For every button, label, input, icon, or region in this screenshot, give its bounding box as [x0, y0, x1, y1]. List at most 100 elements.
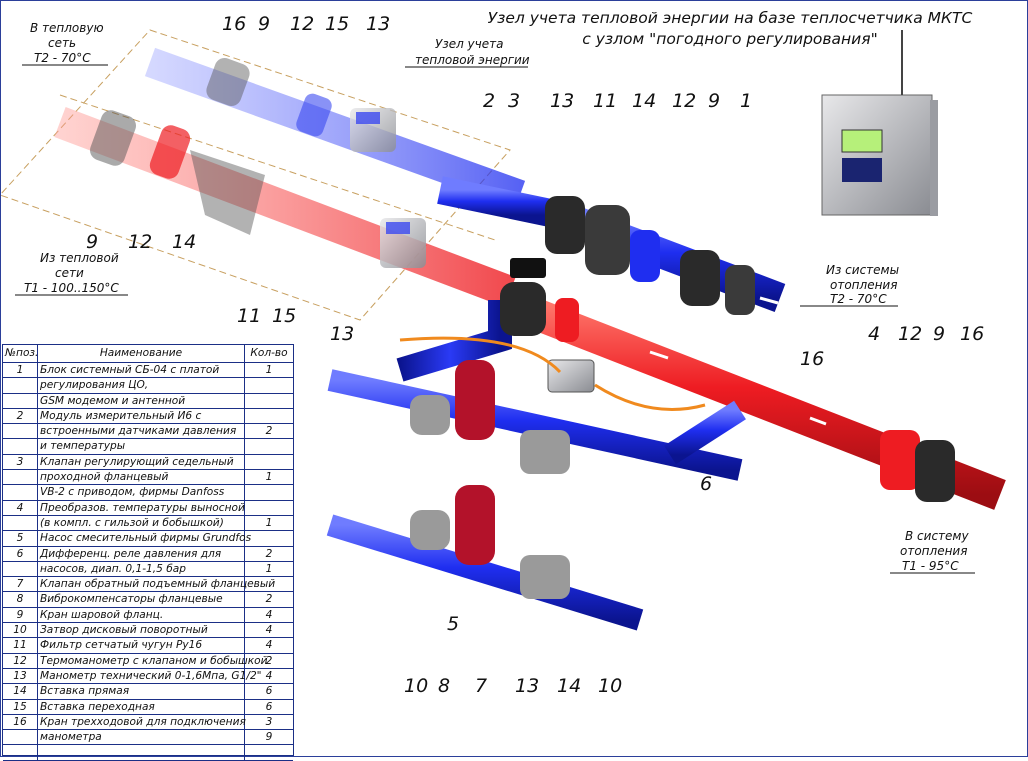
- label-to-network-1: В тепловую: [30, 21, 104, 35]
- spec-cell-name: Клапан обратный подъемный фланцевый: [37, 576, 275, 593]
- main-return-pipe: [437, 176, 786, 315]
- spec-cell-name: Фильтр сетчатый чугун Ру16: [37, 637, 245, 654]
- label-to-network-3: Т2 - 70°С: [34, 51, 91, 65]
- pos-3: 3: [508, 90, 520, 112]
- spec-cell-name: Термоманометр с клапаном и бобышкой: [37, 653, 268, 669]
- spec-cell-qty: 6: [244, 699, 293, 715]
- spec-cell-qty: [244, 484, 293, 501]
- label-to-network-2: сеть: [48, 36, 76, 50]
- spec-cell-qty: 4: [244, 637, 293, 654]
- spec-cell-name: [37, 744, 245, 761]
- spec-cell-pos: 15: [3, 699, 38, 715]
- spec-cell-qty: 1: [244, 561, 293, 578]
- pos-2: 2: [483, 90, 495, 112]
- spec-cell-qty: [244, 500, 293, 516]
- pos-13b: 13: [550, 90, 574, 112]
- pos-12c: 12: [128, 231, 152, 253]
- spec-cell-qty: 2: [244, 423, 293, 440]
- pos-12b: 12: [672, 90, 696, 112]
- pos-14a: 14: [632, 90, 656, 112]
- label-to-heating-1: В систему: [905, 529, 969, 543]
- spec-cell-qty: 4: [244, 622, 293, 639]
- spec-cell-qty: [244, 377, 293, 394]
- pos-5: 5: [447, 613, 459, 635]
- spec-cell-qty: 1: [244, 515, 293, 532]
- spec-cell-qty: 1: [244, 362, 293, 379]
- position-numbers: 16 9 12 15 13 2 3 13 11 14 12 9 1 9 12 1…: [86, 13, 984, 697]
- label-metering-1: Узел учета: [435, 37, 503, 51]
- label-from-heating-1: Из системы: [826, 263, 899, 277]
- label-from-network-2: сети: [55, 266, 84, 280]
- spec-cell-name: Кран шаровой фланц.: [37, 607, 245, 624]
- spec-cell-name: Модуль измерительный И6 с: [37, 408, 245, 425]
- pos-10b: 10: [598, 675, 622, 697]
- spec-cell-name: VB-2 с приводом, фирмы Danfoss: [37, 484, 245, 501]
- spec-cell-name: Дифференц. реле давления для: [37, 546, 245, 562]
- spec-cell-qty: 6: [244, 683, 293, 700]
- spec-cell-pos: 16: [3, 714, 38, 731]
- spec-cell-pos: 7: [3, 576, 38, 593]
- spec-cell-pos: 4: [3, 500, 38, 516]
- spec-cell-name: (в компл. с гильзой и бобышкой): [37, 515, 245, 532]
- spec-cell-pos: 13: [3, 668, 38, 685]
- spec-cell-qty: 4: [244, 668, 293, 685]
- spec-cell-pos: [3, 744, 38, 761]
- table-row: регулирования ЦО,: [3, 377, 293, 394]
- table-row: GSM модемом и антенной: [3, 393, 293, 409]
- controller-box: [821, 30, 938, 216]
- spec-cell-name: Затвор дисковый поворотный: [37, 622, 245, 639]
- spec-cell-pos: [3, 423, 38, 440]
- pos-14b: 14: [172, 231, 196, 253]
- pos-9b: 9: [708, 90, 720, 112]
- title-line-1: Узел учета тепловой энергии на базе тепл…: [487, 9, 973, 27]
- pos-7: 7: [475, 675, 487, 697]
- spec-cell-qty: [244, 393, 293, 409]
- spec-cell-name: манометра: [37, 729, 245, 746]
- label-from-network-1: Из тепловой: [40, 251, 119, 265]
- pos-16b: 16: [800, 348, 824, 370]
- spec-cell-pos: [3, 484, 38, 501]
- spec-cell-name: GSM модемом и антенной: [37, 393, 245, 409]
- pos-10a: 10: [404, 675, 428, 697]
- table-row: и температуры: [3, 438, 293, 455]
- diagram-labels: В тепловую сеть Т2 - 70°С Узел учета теп…: [15, 21, 975, 574]
- label-from-heating-2: отопления: [830, 278, 897, 292]
- upper-supply-pipe: [54, 107, 516, 307]
- pos-9a: 9: [258, 13, 270, 35]
- spec-cell-pos: 9: [3, 607, 38, 624]
- label-metering-2: тепловой энергии: [415, 53, 530, 67]
- diagram-title: Узел учета тепловой энергии на базе тепл…: [470, 8, 990, 50]
- pos-11a: 11: [593, 90, 617, 112]
- spec-cell-pos: [3, 438, 38, 455]
- upper-return-pipe: [144, 47, 526, 210]
- label-to-heating-3: Т1 - 95°С: [902, 559, 959, 573]
- spec-cell-pos: 1: [3, 362, 38, 379]
- metering-unit-outline: [0, 29, 511, 321]
- spec-cell-pos: 12: [3, 653, 38, 669]
- spec-cell-name: Манометр технический 0-1,6Мпа, G1/2": [37, 668, 262, 685]
- table-row: VB-2 с приводом, фирмы Danfoss: [3, 484, 293, 501]
- spec-header-row: №поз. Наименование Кол-во: [3, 345, 293, 363]
- spec-cell-name: регулирования ЦО,: [37, 377, 245, 394]
- spec-cell-name: Преобразов. температуры выносной: [37, 500, 245, 516]
- spec-cell-pos: 14: [3, 683, 38, 700]
- spec-cell-name: Виброкомпенсаторы фланцевые: [37, 591, 245, 608]
- spec-cell-pos: [3, 561, 38, 578]
- main-supply-pipe: [396, 258, 1006, 510]
- spec-cell-qty: [244, 438, 293, 455]
- spec-cell-name: и температуры: [37, 438, 245, 455]
